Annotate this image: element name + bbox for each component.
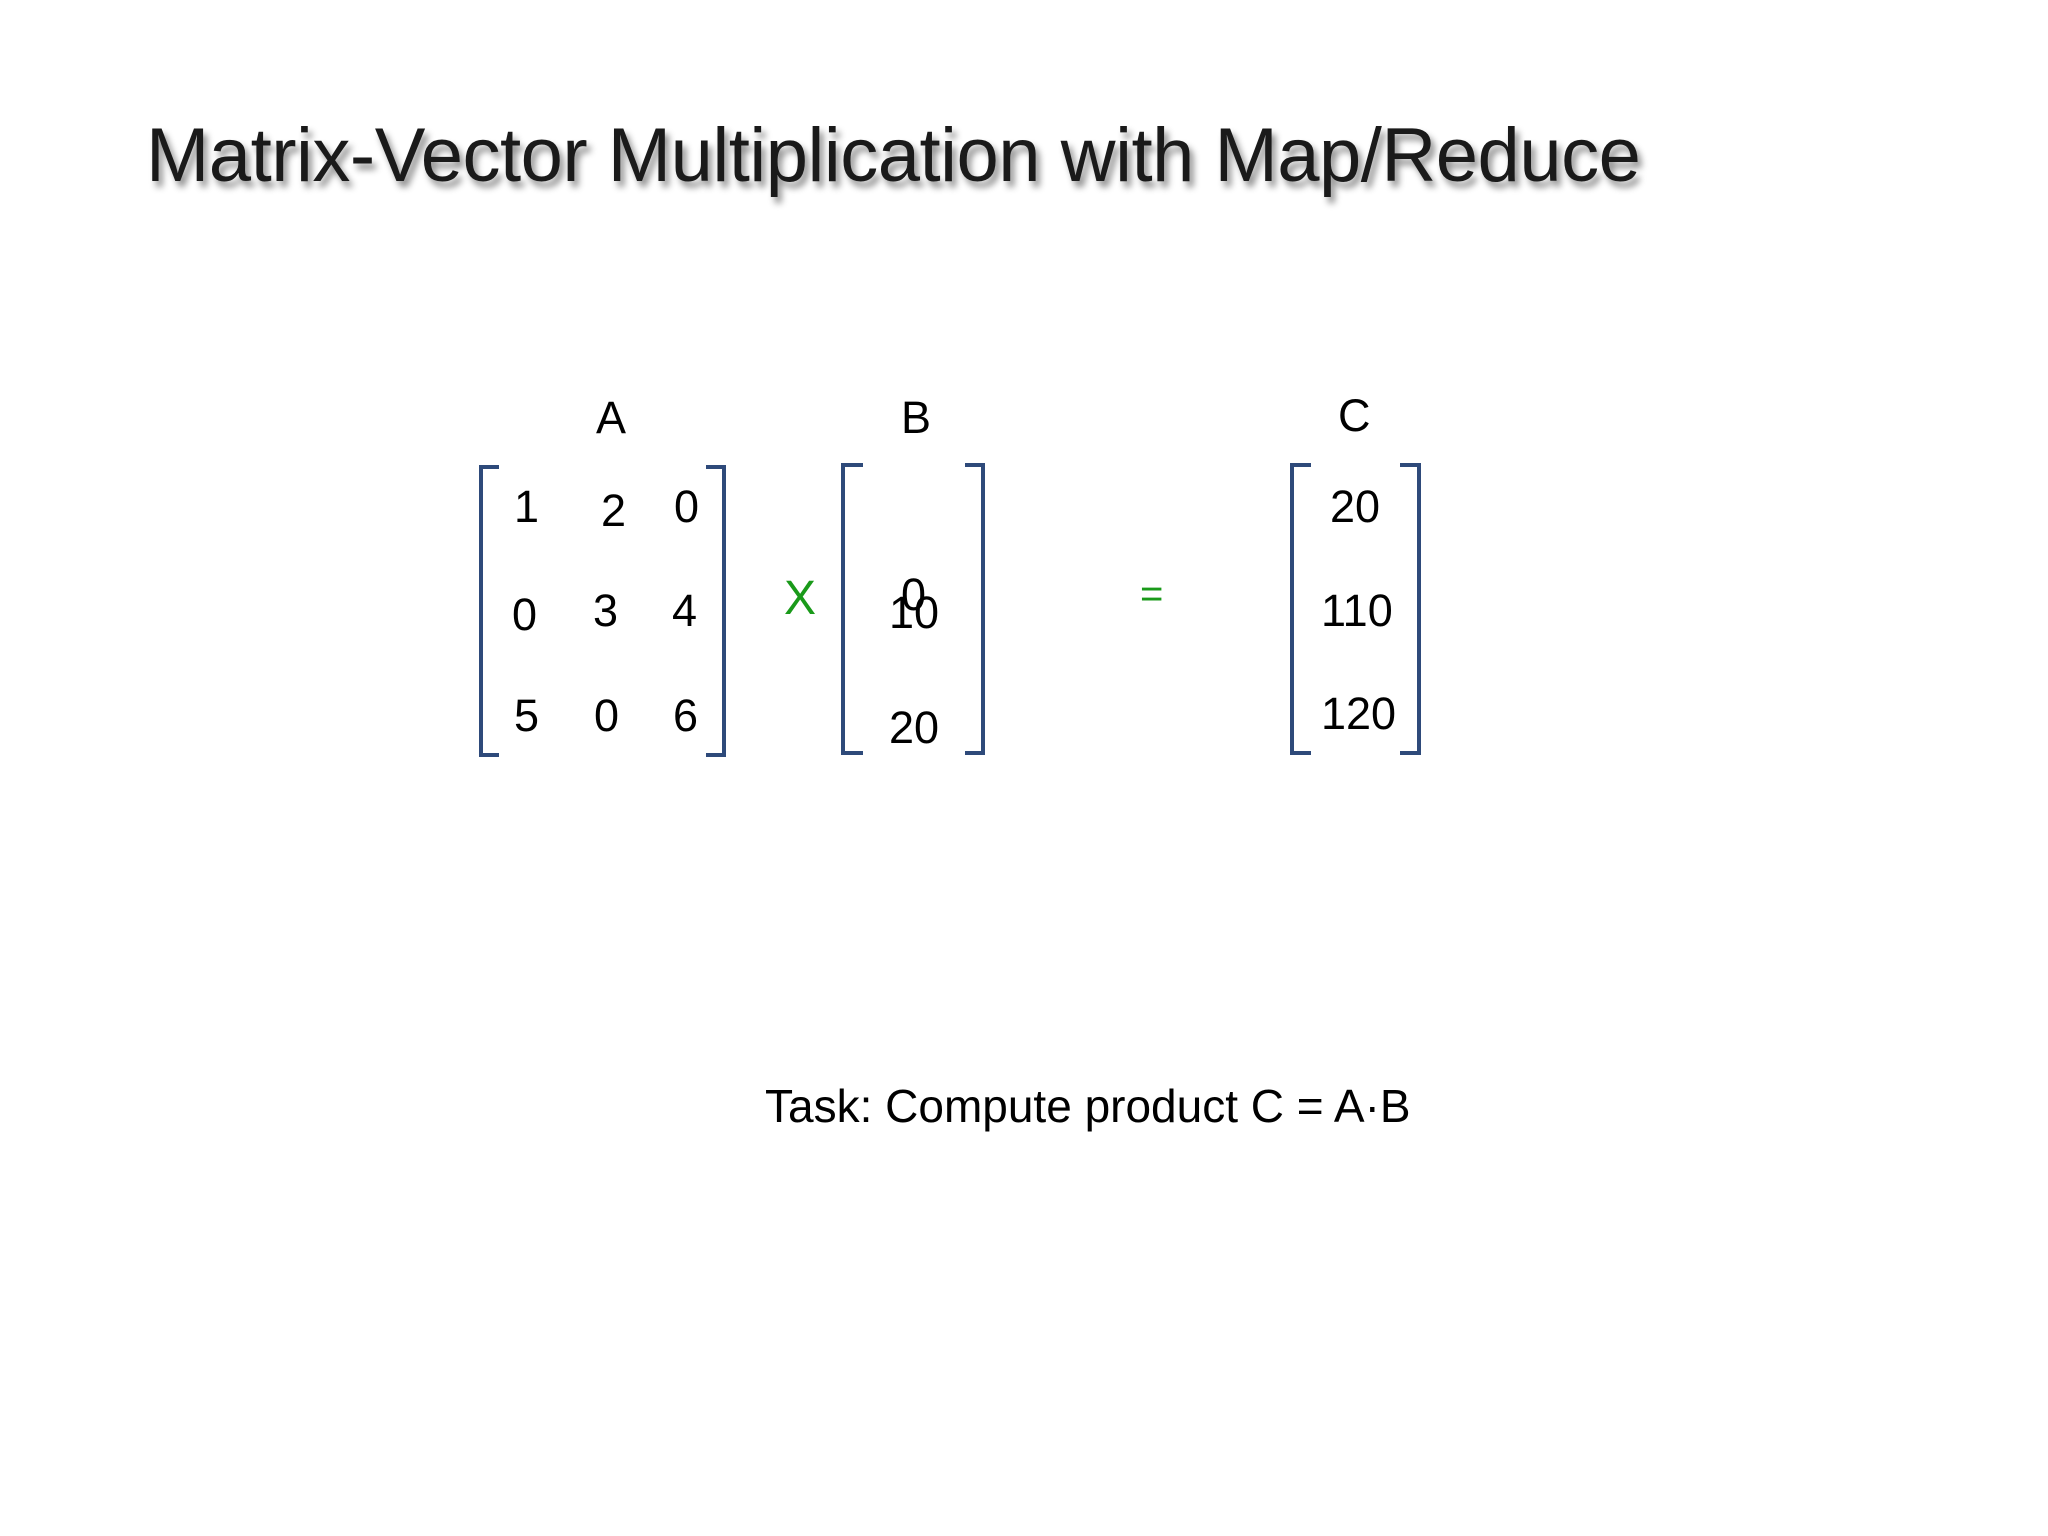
equals-operator: = bbox=[1140, 572, 1164, 616]
matrix-a-label: A bbox=[596, 392, 627, 443]
matrix-a-cell: 6 bbox=[673, 690, 699, 741]
slide-title: Matrix-Vector Multiplication with Map/Re… bbox=[146, 113, 1641, 198]
matrix-a-cell: 2 bbox=[601, 485, 627, 536]
matrix-c-left-bracket bbox=[1290, 463, 1311, 755]
matrix-b-left-bracket bbox=[841, 463, 863, 755]
matrix-a-cell: 5 bbox=[514, 690, 540, 741]
matrix-a-cell: 1 bbox=[514, 481, 540, 532]
matrix-c-cell: 20 bbox=[1330, 481, 1381, 532]
task-statement: Task: Compute product C = A·B bbox=[765, 1080, 1411, 1132]
matrix-a-cell: 0 bbox=[512, 589, 538, 640]
matrix-c-cell: 110 bbox=[1321, 585, 1393, 636]
matrix-a-right-bracket bbox=[706, 465, 726, 757]
matrix-c-right-bracket bbox=[1400, 463, 1421, 755]
matrix-a-cell: 4 bbox=[672, 585, 698, 636]
matrix-b-cell: 0 bbox=[901, 569, 927, 620]
matrix-c-label: C bbox=[1338, 390, 1371, 441]
matrix-a-cell: 3 bbox=[593, 585, 619, 636]
matrix-b-cell: 20 bbox=[889, 702, 940, 753]
multiply-operator: X bbox=[784, 572, 817, 625]
matrix-a-cell: 0 bbox=[594, 690, 620, 741]
matrix-b-label: B bbox=[901, 392, 932, 443]
matrix-b-right-bracket bbox=[965, 463, 985, 755]
matrix-c-cell: 120 bbox=[1321, 688, 1397, 739]
matrix-a-left-bracket bbox=[479, 465, 499, 757]
matrix-b-cell: 10 bbox=[889, 587, 940, 638]
matrix-a-cell: 0 bbox=[674, 481, 700, 532]
